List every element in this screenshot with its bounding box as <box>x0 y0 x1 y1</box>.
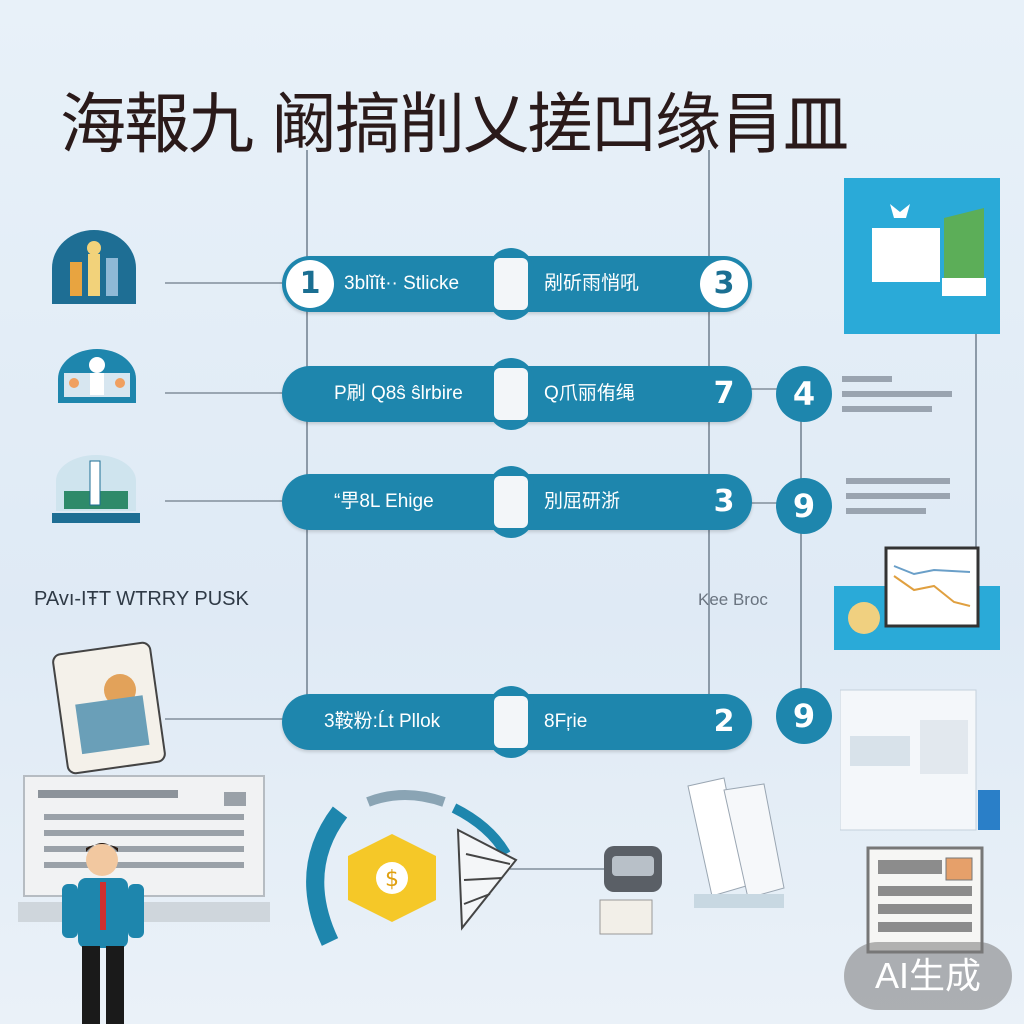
step-banner-2: P刷 Q8ŝ ŝlrbire Q爪丽侑绳 7 <box>282 358 752 430</box>
papers-icon <box>687 777 785 908</box>
side-badge-2: 4 <box>776 366 832 422</box>
side-badge-4: 9 <box>776 688 832 744</box>
step-number-left-1: 1 <box>286 260 334 308</box>
step-banner-3: “甼8L Ehige 別屈研浙 3 <box>282 466 752 538</box>
step-text-right-1: 剐斫雨悄吼 <box>544 273 640 294</box>
step-knot-4 <box>488 686 534 758</box>
gauge-icon <box>306 790 511 946</box>
step-text-right-2: Q爪丽侑绳 <box>544 383 635 404</box>
poster-icon <box>52 641 166 775</box>
connector-h2 <box>165 392 285 394</box>
step-banner-1: 1 3blĭĭŧ·· Stlicke 剐斫雨悄吼 3 <box>282 248 752 320</box>
coin-icon: $ <box>348 834 436 922</box>
connector-line-side <box>800 380 802 710</box>
connector-h1 <box>165 282 285 284</box>
page-title: 海報九 阚搞削乂搓凹缘肙皿 <box>60 86 849 163</box>
step-banner-4: 3鞍粉:Ĺt Pllok 8Fŗie 2 <box>282 686 752 758</box>
connector-h4 <box>165 718 285 720</box>
gift-icon <box>456 828 518 931</box>
step-number-right-2: 7 <box>700 370 748 418</box>
side-label-left: PAvı-IŦT WTRRY PUSK <box>34 588 249 610</box>
side-text-lines-2 <box>842 376 952 421</box>
connector-h7 <box>510 868 620 870</box>
person-icon <box>62 843 144 1024</box>
connector-h6 <box>750 502 790 504</box>
step-text-right-4: 8Fŗie <box>544 711 588 732</box>
svg-text:$: $ <box>385 867 399 892</box>
ai-generated-badge: AI生成 <box>844 942 1012 1010</box>
side-label-right: Kee Broc <box>698 590 768 609</box>
step-text-right-3: 別屈研浙 <box>544 491 621 512</box>
side-text-lines-3 <box>846 478 950 523</box>
connector-line-left <box>306 150 308 710</box>
robot-icon <box>599 846 662 935</box>
step-knot-3 <box>488 466 534 538</box>
step-number-right-1: 3 <box>700 260 748 308</box>
side-badge-3: 9 <box>776 478 832 534</box>
step-text-left-2: P刷 Q8ŝ ŝlrbire <box>334 383 463 404</box>
connector-h5 <box>750 388 790 390</box>
doctor-icon <box>58 349 136 403</box>
connector-line-far <box>975 320 977 560</box>
step-knot-1 <box>488 248 534 320</box>
chart-card-icon <box>844 178 1000 334</box>
workers-icon <box>52 230 136 304</box>
dashboard-panel-icon <box>840 689 1000 831</box>
step-number-right-4: 2 <box>700 698 748 746</box>
document-icon <box>866 846 984 954</box>
line-chart-card-icon <box>834 546 1000 650</box>
step-text-left-4: 3鞍粉:Ĺt Pllok <box>324 711 441 732</box>
connector-line-right <box>708 150 710 720</box>
step-text-left-3: “甼8L Ehige <box>334 491 434 512</box>
step-knot-2 <box>488 358 534 430</box>
step-text-left-1: 3blĭĭŧ·· Stlicke <box>344 273 460 294</box>
step-number-right-3: 3 <box>700 478 748 526</box>
dam-icon <box>52 455 140 523</box>
connector-h3 <box>165 500 285 502</box>
